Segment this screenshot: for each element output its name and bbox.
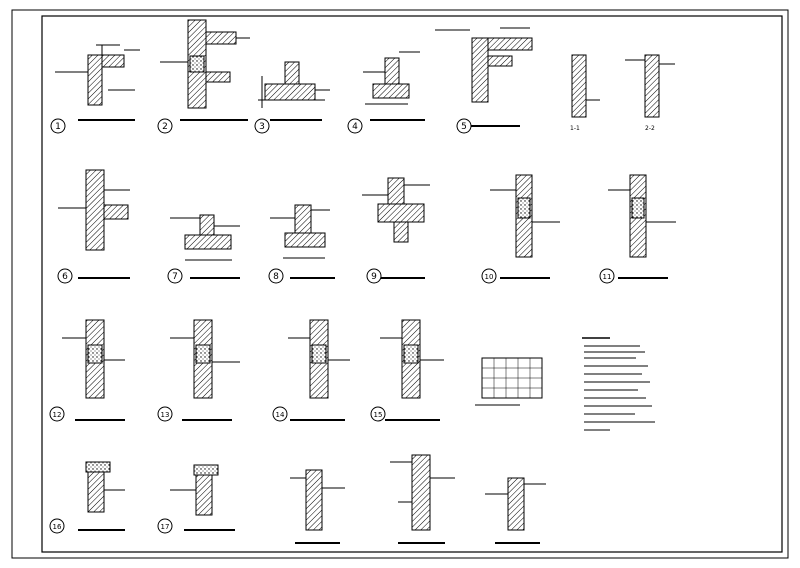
detail-marker-circle: [157, 406, 173, 422]
detail-marker-circle: [167, 268, 183, 284]
detail-number: 16: [53, 523, 62, 531]
detail-number: 15: [374, 411, 383, 419]
detail-marker-circle: [57, 268, 73, 284]
detail-12: [62, 319, 125, 421]
detail-16: [78, 461, 125, 531]
detail-marker-circle: [456, 118, 472, 134]
general-notes-block: [582, 337, 655, 431]
detail-1: [55, 44, 140, 121]
detail-8: [270, 204, 335, 279]
detail-5: [435, 27, 533, 127]
detail-marker-circle: [366, 268, 382, 284]
detail-number: 6: [62, 272, 68, 282]
detail-number: 11: [603, 273, 612, 281]
section-label-2-2: 2-2: [645, 125, 655, 132]
detail-number: 8: [273, 272, 279, 282]
detail-number: 5: [461, 122, 467, 132]
inner-frame: [41, 15, 783, 553]
section-label-1-1: 1-1: [570, 125, 580, 132]
detail-marker-circle: [157, 518, 173, 534]
detail-11: [608, 174, 676, 279]
detail-number: 14: [276, 411, 285, 419]
detail-marker-circle: [254, 118, 270, 134]
detail-marker-circle: [49, 406, 65, 422]
grid-plan: [475, 357, 543, 406]
section-2-2: 2-2: [625, 54, 675, 132]
detail-number: 13: [161, 411, 170, 419]
detail-3: [258, 61, 330, 121]
detail-13: [170, 319, 240, 421]
detail-9: [362, 177, 430, 279]
detail-marker-circle: [268, 268, 284, 284]
detail-foundation-a: [290, 469, 345, 544]
detail-marker-circle: [272, 406, 288, 422]
detail-number: 10: [485, 273, 494, 281]
detail-marker-circle: [157, 118, 173, 134]
detail-number: 17: [161, 523, 170, 531]
detail-number: 9: [371, 272, 377, 282]
detail-2: [160, 19, 250, 121]
detail-6: [58, 169, 130, 279]
detail-marker-circle: [49, 518, 65, 534]
detail-foundation-c: [485, 477, 546, 544]
detail-4: [363, 51, 425, 121]
detail-14: [288, 319, 350, 421]
detail-7: [170, 214, 240, 279]
detail-number: 3: [259, 122, 265, 132]
detail-number: 12: [53, 411, 62, 419]
detail-marker-circle: [481, 268, 497, 284]
detail-17: [170, 464, 235, 531]
outer-frame: [11, 9, 789, 559]
detail-foundation-b: [390, 454, 455, 544]
detail-marker-circle: [370, 406, 386, 422]
detail-number: 2: [162, 122, 168, 132]
detail-number: 7: [172, 272, 178, 282]
detail-15: [380, 319, 444, 421]
detail-10: [490, 174, 560, 279]
detail-marker-circle: [347, 118, 363, 134]
detail-marker-circle: [599, 268, 615, 284]
detail-marker-circle: [50, 118, 66, 134]
detail-number: 4: [352, 122, 358, 132]
section-1-1: 1-1: [570, 54, 600, 132]
detail-number: 1: [55, 122, 61, 132]
